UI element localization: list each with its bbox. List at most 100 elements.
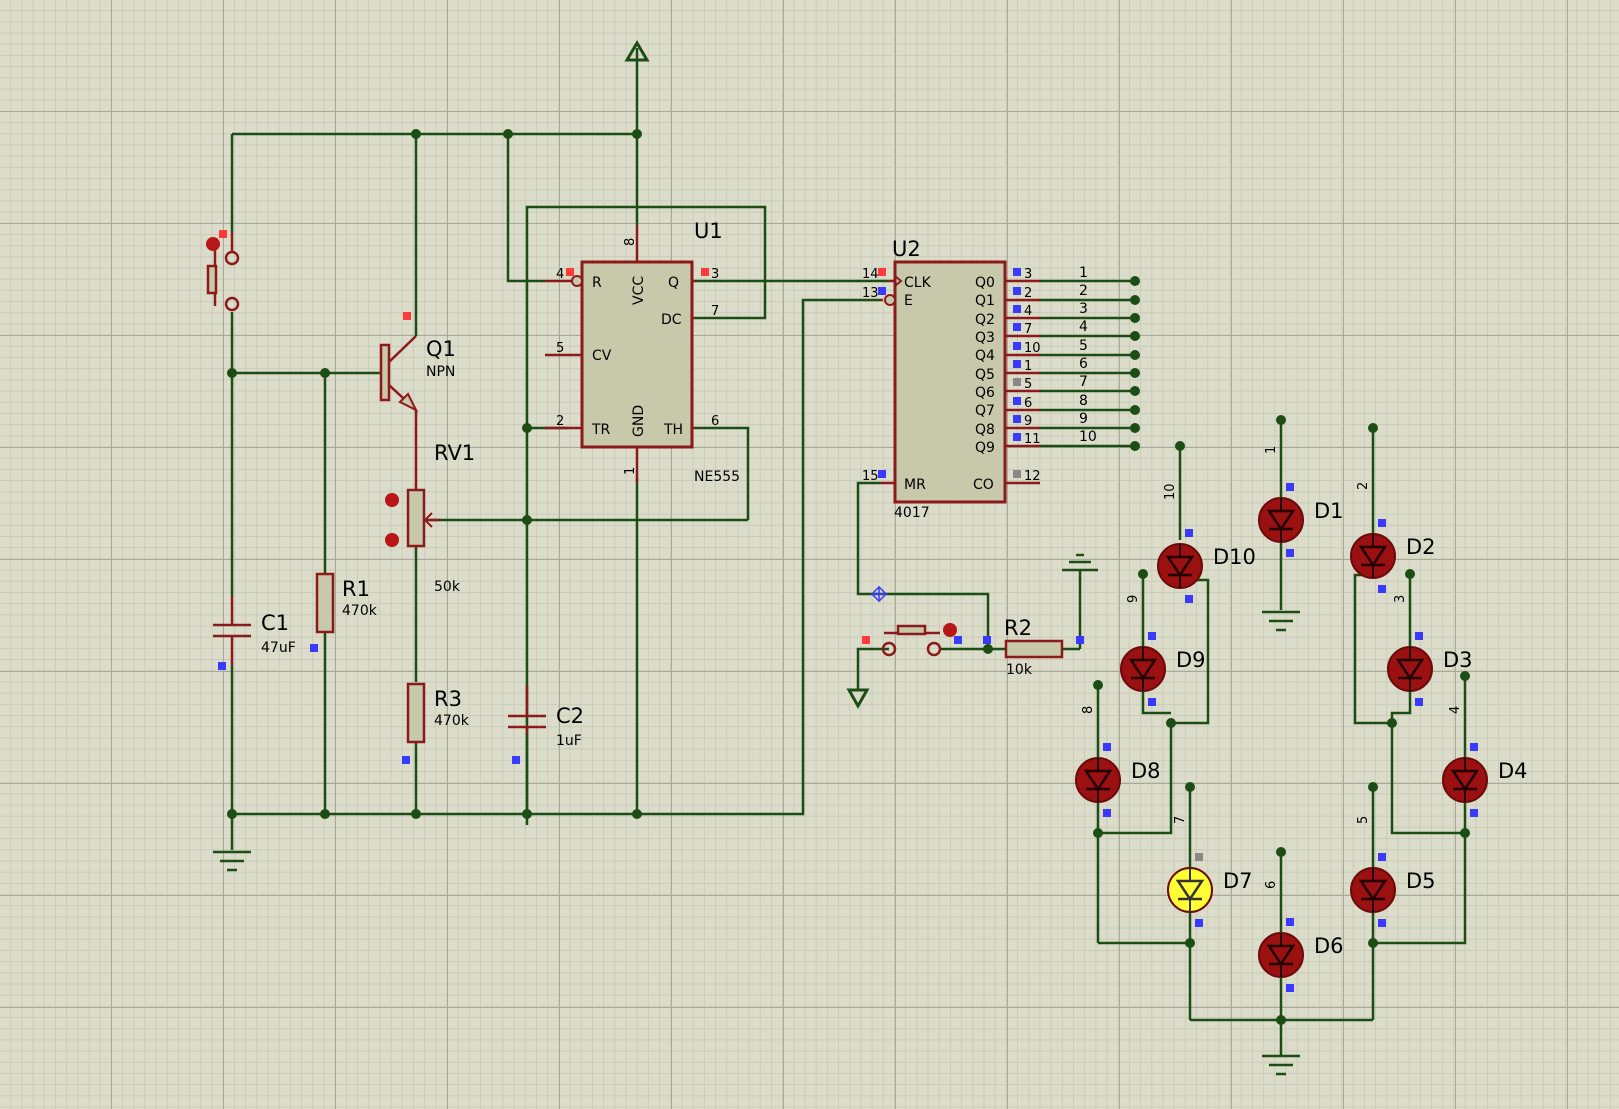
led-d2-net: 2 — [1356, 482, 1371, 490]
led-d4[interactable]: D4 4 — [1442, 706, 1528, 817]
led-d3[interactable]: D3 3 — [1387, 595, 1473, 706]
u2-type: 4017 — [894, 505, 930, 521]
q-net-labels: 1 2 3 4 5 6 7 8 9 10 — [1079, 265, 1097, 445]
net-label-2: 2 — [1079, 283, 1088, 299]
ground-symbol-r2[interactable] — [1062, 553, 1098, 580]
resistor-r1[interactable]: R1 470k — [310, 572, 378, 652]
led-d7-ref: D7 — [1223, 869, 1253, 893]
net-label-6: 6 — [1079, 356, 1088, 372]
u2-pin-q7: Q7 — [975, 403, 995, 419]
net-label-8: 8 — [1079, 393, 1088, 409]
led-d7[interactable]: D7 7 — [1167, 816, 1253, 927]
u2-pinnum-q2: 4 — [1024, 304, 1032, 319]
u1-pinnum-7: 7 — [711, 304, 719, 319]
u1-pin-gnd: GND — [631, 405, 647, 437]
u1-pin-dc: DC — [661, 312, 682, 328]
c2-ref: C2 — [556, 704, 584, 728]
c1-ref: C1 — [261, 611, 289, 635]
led-d2[interactable]: D2 2 — [1350, 482, 1436, 593]
ic-u1-ne555[interactable]: R Q DC CV TR TH VCC GND 4 8 3 7 5 2 6 1 … — [545, 219, 740, 485]
led-d5-net: 5 — [1356, 816, 1371, 824]
led-d3-ref: D3 — [1443, 648, 1473, 672]
led-d8[interactable]: D8 8 — [1075, 706, 1161, 817]
u1-pinnum-8: 8 — [623, 238, 638, 246]
resistor-r2[interactable]: R2 10k — [1004, 616, 1084, 678]
ic-u2-4017[interactable]: CLK E MR CO Q0 Q1 Q2 Q3 Q4 Q5 Q6 Q7 Q8 Q… — [862, 237, 1041, 521]
u2-pin-q9: Q9 — [975, 440, 995, 456]
u2-pin-q6: Q6 — [975, 385, 995, 401]
u1-pin-th: TH — [663, 422, 683, 438]
ground-symbol-d1[interactable] — [1262, 610, 1300, 632]
u1-pin-r: R — [592, 275, 602, 291]
led-d6[interactable]: D66 — [1258, 881, 1344, 992]
u1-pin-tr: TR — [591, 422, 611, 438]
u2-pin-q5: Q5 — [975, 367, 995, 383]
potentiometer-rv1[interactable]: RV1 50k — [385, 441, 475, 595]
led-d9[interactable]: D9 9 — [1120, 595, 1206, 706]
u2-pin-q0: Q0 — [975, 275, 995, 291]
led-d3-net: 3 — [1393, 595, 1408, 603]
r3-value: 470k — [434, 713, 470, 729]
u2-pin-clk: CLK — [904, 275, 932, 291]
u2-pinnum-q8: 9 — [1024, 414, 1032, 429]
u1-pin-cv: CV — [592, 348, 612, 364]
led-d1-ref: D1 — [1314, 499, 1344, 523]
u1-pinnum-4: 4 — [556, 267, 564, 282]
led-d8-net: 8 — [1081, 706, 1096, 714]
rv1-ref: RV1 — [434, 441, 475, 465]
r1-value: 470k — [342, 603, 378, 619]
u2-pinnum-co: 12 — [1024, 469, 1041, 484]
u2-pinnum-q3: 7 — [1024, 322, 1032, 337]
push-switch-2[interactable] — [862, 585, 991, 657]
u2-pin-q2: Q2 — [975, 312, 995, 328]
c2-value: 1uF — [556, 733, 582, 749]
u1-pinnum-3: 3 — [711, 267, 719, 282]
r2-ref: R2 — [1004, 616, 1032, 640]
net-label-1: 1 — [1079, 265, 1088, 281]
u2-pinnum-mr: 15 — [862, 469, 879, 484]
junctions — [227, 129, 1470, 1025]
led-d6-net: 6 — [1264, 881, 1279, 889]
led-d4-ref: D4 — [1498, 759, 1528, 783]
ground-terminal-switch2[interactable] — [846, 688, 870, 710]
u2-ref: U2 — [892, 237, 921, 261]
u2-pinnum-e: 13 — [862, 286, 879, 301]
u1-type: NE555 — [694, 469, 740, 485]
push-switch-1[interactable] — [206, 230, 240, 312]
power-terminal[interactable] — [624, 40, 650, 62]
capacitor-c2[interactable]: C2 1uF — [508, 686, 584, 764]
r1-ref: R1 — [342, 577, 370, 601]
led-d1[interactable]: D11 — [1258, 446, 1344, 557]
led-d8-ref: D8 — [1131, 759, 1161, 783]
ground-symbol-bottom[interactable] — [1262, 1054, 1300, 1076]
led-d5[interactable]: D55 — [1350, 816, 1436, 927]
resistor-r3[interactable]: R3 470k — [402, 682, 470, 764]
led-d4-net: 4 — [1448, 706, 1463, 714]
net-label-9: 9 — [1079, 411, 1088, 427]
led-d9-ref: D9 — [1176, 648, 1206, 672]
wires — [230, 59, 1467, 1055]
led-d9-net: 9 — [1126, 595, 1141, 603]
ground-symbol-left[interactable] — [213, 850, 251, 872]
u2-pin-mr: MR — [904, 477, 926, 493]
u2-pinnum-q5: 1 — [1024, 359, 1032, 374]
r3-ref: R3 — [434, 687, 462, 711]
u2-pinnum-q1: 2 — [1024, 286, 1032, 301]
net-label-4: 4 — [1079, 319, 1088, 335]
q-output-wires — [1040, 279, 1135, 448]
net-label-3: 3 — [1079, 301, 1088, 317]
u2-pin-q4: Q4 — [975, 348, 995, 364]
u2-pinnum-q0: 3 — [1024, 267, 1032, 282]
q1-ref: Q1 — [426, 337, 456, 361]
led-d10-net: 10 — [1163, 483, 1178, 500]
u2-pin-q3: Q3 — [975, 330, 995, 346]
transistor-q1[interactable]: Q1 NPN — [379, 312, 456, 490]
capacitor-c1[interactable]: C1 47uF — [213, 596, 296, 670]
q1-type: NPN — [426, 364, 455, 380]
led-d7-net: 7 — [1173, 816, 1188, 824]
u2-pinnum-q7: 6 — [1024, 396, 1032, 411]
u1-pinnum-6: 6 — [711, 414, 719, 429]
led-d2-ref: D2 — [1406, 535, 1436, 559]
u2-pin-q8: Q8 — [975, 422, 995, 438]
